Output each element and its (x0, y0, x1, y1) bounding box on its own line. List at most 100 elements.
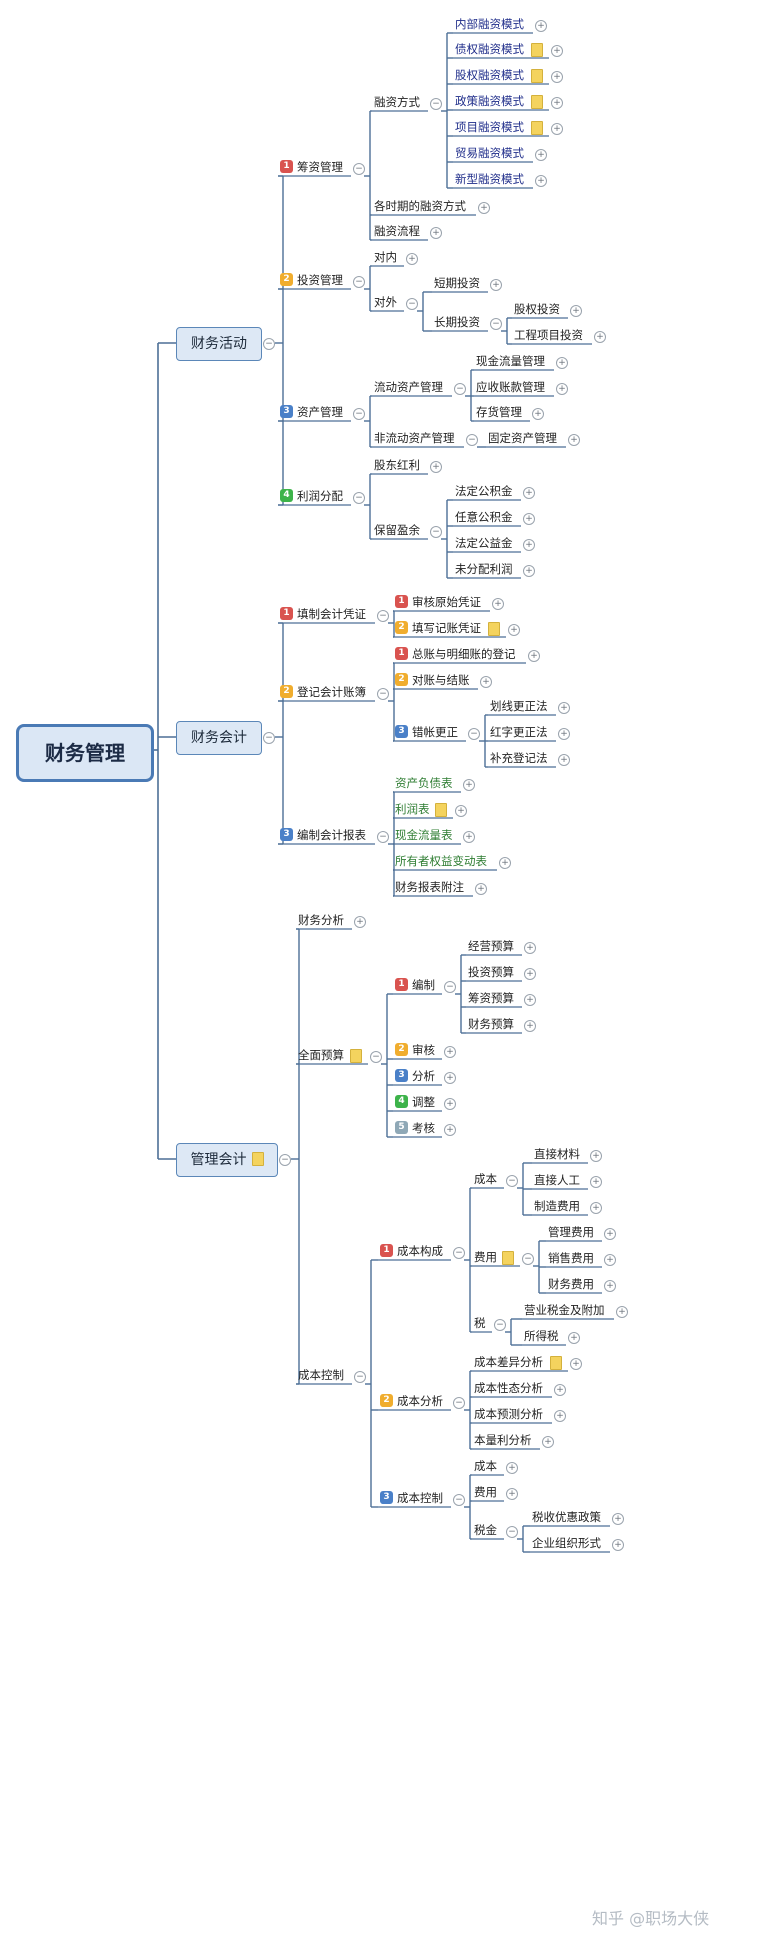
expand-toggle-icon[interactable]: + (430, 227, 442, 239)
node-2-children-2-children-1-children-2-label[interactable]: 成本预测分析 (474, 1407, 543, 1421)
node-2-children-1-children-4-label[interactable]: 考核 (412, 1121, 435, 1135)
collapse-toggle-icon[interactable]: − (263, 338, 275, 350)
collapse-toggle-icon[interactable]: − (353, 276, 365, 288)
expand-toggle-icon[interactable]: + (523, 539, 535, 551)
node-1-children-2-children-3-label[interactable]: 所有者权益变动表 (395, 854, 487, 868)
expand-toggle-icon[interactable]: + (590, 1176, 602, 1188)
expand-toggle-icon[interactable]: + (480, 676, 492, 688)
expand-toggle-icon[interactable]: + (463, 831, 475, 843)
node-0-children-2-children-1-children-0-label[interactable]: 固定资产管理 (488, 431, 557, 445)
node-1-children-0-label[interactable]: 填制会计凭证 (297, 607, 366, 621)
node-1-children-2-children-2-label[interactable]: 现金流量表 (395, 828, 453, 842)
node-2-children-2-children-0-label[interactable]: 成本构成 (397, 1244, 443, 1258)
node-1-children-0-children-0-label[interactable]: 审核原始凭证 (412, 595, 481, 609)
node-1-children-2-label[interactable]: 编制会计报表 (297, 828, 366, 842)
expand-toggle-icon[interactable]: + (490, 279, 502, 291)
collapse-toggle-icon[interactable]: − (466, 434, 478, 446)
collapse-toggle-icon[interactable]: − (494, 1319, 506, 1331)
node-2-children-2-children-0-children-2-children-1-label[interactable]: 所得税 (524, 1329, 559, 1343)
expand-toggle-icon[interactable]: + (568, 1332, 580, 1344)
node-1-children-1-children-2-children-2-label[interactable]: 补充登记法 (490, 751, 548, 765)
expand-toggle-icon[interactable]: + (444, 1124, 456, 1136)
node-0-children-3-children-1-children-0-label[interactable]: 法定公积金 (455, 484, 513, 498)
collapse-toggle-icon[interactable]: − (522, 1253, 534, 1265)
node-0-children-1-children-1-children-1-children-0-label[interactable]: 股权投资 (514, 302, 560, 316)
node-1-children-2-children-0-label[interactable]: 资产负债表 (395, 776, 453, 790)
collapse-toggle-icon[interactable]: − (506, 1175, 518, 1187)
node-0-children-1-children-0-label[interactable]: 对内 (374, 250, 397, 264)
expand-toggle-icon[interactable]: + (492, 598, 504, 610)
expand-toggle-icon[interactable]: + (554, 1410, 566, 1422)
collapse-toggle-icon[interactable]: − (506, 1526, 518, 1538)
expand-toggle-icon[interactable]: + (524, 942, 536, 954)
node-0-children-1-children-1-children-0-label[interactable]: 短期投资 (434, 276, 480, 290)
node-1-children-1-children-2-children-1-label[interactable]: 红字更正法 (490, 725, 548, 739)
node-2-children-2-children-2-children-2-label[interactable]: 税金 (474, 1523, 497, 1537)
expand-toggle-icon[interactable]: + (556, 357, 568, 369)
expand-toggle-icon[interactable]: + (455, 805, 467, 817)
node-2-children-2-children-2-children-2-children-0-label[interactable]: 税收优惠政策 (532, 1510, 601, 1524)
node-0-children-0-children-0-children-5-label[interactable]: 贸易融资模式 (455, 146, 524, 160)
node-0-children-3-label[interactable]: 利润分配 (297, 489, 343, 503)
expand-toggle-icon[interactable]: + (444, 1072, 456, 1084)
expand-toggle-icon[interactable]: + (430, 461, 442, 473)
node-0-children-1-children-1-label[interactable]: 对外 (374, 295, 397, 309)
node-2-children-2-children-1-children-0-label[interactable]: 成本差异分析 (474, 1355, 543, 1369)
branch-node-3[interactable]: 管理会计 (176, 1143, 278, 1177)
expand-toggle-icon[interactable]: + (590, 1150, 602, 1162)
expand-toggle-icon[interactable]: + (604, 1228, 616, 1240)
node-2-children-2-children-0-children-1-children-1-label[interactable]: 销售费用 (548, 1251, 594, 1265)
collapse-toggle-icon[interactable]: − (430, 98, 442, 110)
node-1-children-1-children-2-label[interactable]: 错帐更正 (412, 725, 458, 739)
node-1-children-0-children-1-label[interactable]: 填写记账凭证 (412, 621, 481, 635)
node-0-children-3-children-1-children-1-label[interactable]: 任意公积金 (455, 510, 513, 524)
expand-toggle-icon[interactable]: + (535, 20, 547, 32)
collapse-toggle-icon[interactable]: − (454, 383, 466, 395)
node-0-children-3-children-1-children-2-label[interactable]: 法定公益金 (455, 536, 513, 550)
expand-toggle-icon[interactable]: + (558, 754, 570, 766)
node-1-children-2-children-1-label[interactable]: 利润表 (395, 802, 430, 816)
expand-toggle-icon[interactable]: + (535, 175, 547, 187)
expand-toggle-icon[interactable]: + (506, 1488, 518, 1500)
collapse-toggle-icon[interactable]: − (377, 831, 389, 843)
node-0-children-1-label[interactable]: 投资管理 (297, 273, 343, 287)
expand-toggle-icon[interactable]: + (499, 857, 511, 869)
node-2-children-1-children-0-children-1-label[interactable]: 投资预算 (468, 965, 514, 979)
node-0-children-2-label[interactable]: 资产管理 (297, 405, 343, 419)
node-0-children-0-children-0-children-4-label[interactable]: 项目融资模式 (455, 120, 524, 134)
node-2-children-2-children-0-children-2-label[interactable]: 税 (474, 1316, 486, 1330)
branch-node-2[interactable]: 财务会计 (176, 721, 262, 755)
collapse-toggle-icon[interactable]: − (430, 526, 442, 538)
collapse-toggle-icon[interactable]: − (406, 298, 418, 310)
expand-toggle-icon[interactable]: + (444, 1098, 456, 1110)
node-1-children-1-children-0-label[interactable]: 总账与明细账的登记 (412, 647, 516, 661)
expand-toggle-icon[interactable]: + (594, 331, 606, 343)
expand-toggle-icon[interactable]: + (524, 968, 536, 980)
expand-toggle-icon[interactable]: + (535, 149, 547, 161)
node-0-children-0-children-0-children-0-label[interactable]: 内部融资模式 (455, 17, 524, 31)
collapse-toggle-icon[interactable]: − (354, 1371, 366, 1383)
collapse-toggle-icon[interactable]: − (468, 728, 480, 740)
expand-toggle-icon[interactable]: + (554, 1384, 566, 1396)
node-0-children-2-children-0-label[interactable]: 流动资产管理 (374, 380, 443, 394)
node-0-children-1-children-1-children-1-label[interactable]: 长期投资 (434, 315, 480, 329)
expand-toggle-icon[interactable]: + (604, 1280, 616, 1292)
collapse-toggle-icon[interactable]: − (370, 1051, 382, 1063)
node-0-children-0-children-0-children-1-label[interactable]: 债权融资模式 (455, 42, 524, 56)
collapse-toggle-icon[interactable]: − (453, 1494, 465, 1506)
node-2-children-2-children-2-children-2-children-1-label[interactable]: 企业组织形式 (532, 1536, 601, 1550)
node-2-children-1-label[interactable]: 全面预算 (298, 1048, 344, 1062)
expand-toggle-icon[interactable]: + (556, 383, 568, 395)
expand-toggle-icon[interactable]: + (558, 728, 570, 740)
expand-toggle-icon[interactable]: + (604, 1254, 616, 1266)
node-0-children-0-children-0-children-2-label[interactable]: 股权融资模式 (455, 68, 524, 82)
node-1-children-1-children-2-children-0-label[interactable]: 划线更正法 (490, 699, 548, 713)
expand-toggle-icon[interactable]: + (475, 883, 487, 895)
node-2-children-2-children-1-children-1-label[interactable]: 成本性态分析 (474, 1381, 543, 1395)
expand-toggle-icon[interactable]: + (444, 1046, 456, 1058)
expand-toggle-icon[interactable]: + (508, 624, 520, 636)
expand-toggle-icon[interactable]: + (590, 1202, 602, 1214)
expand-toggle-icon[interactable]: + (406, 253, 418, 265)
expand-toggle-icon[interactable]: + (524, 1020, 536, 1032)
expand-toggle-icon[interactable]: + (528, 650, 540, 662)
